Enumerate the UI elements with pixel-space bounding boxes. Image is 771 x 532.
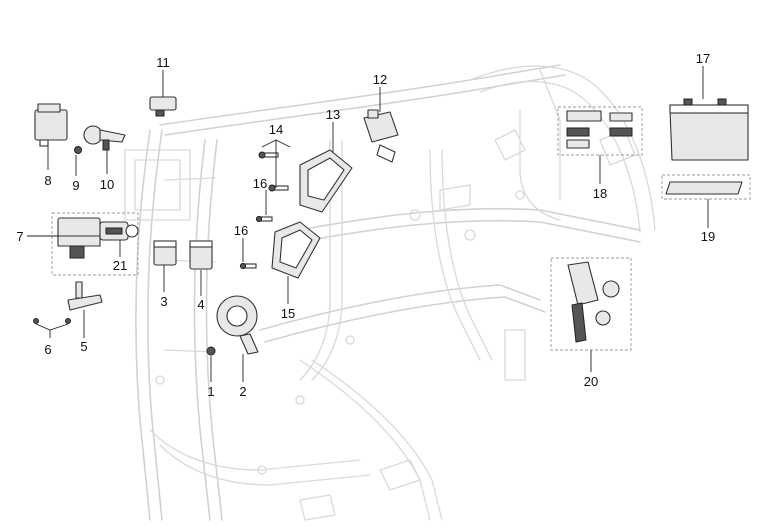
group-box-18 <box>557 106 643 156</box>
part-1-nut <box>206 346 216 356</box>
part-11-connector <box>149 96 177 117</box>
callout-6: 6 <box>44 342 51 357</box>
part-12-starter-relay <box>363 109 399 163</box>
part-18-pads <box>566 110 633 149</box>
part-20-sensor <box>567 261 620 343</box>
group-box-19 <box>661 174 751 200</box>
group-box-7-21 <box>51 212 139 276</box>
callout-18: 18 <box>593 186 607 201</box>
part-4-relay <box>189 240 213 270</box>
callout-8: 8 <box>44 173 51 188</box>
part-19-plate <box>665 181 743 195</box>
part-13-control-unit <box>299 149 353 213</box>
callout-15: 15 <box>281 306 295 321</box>
part-6-screws <box>33 318 71 324</box>
part-15-regulator <box>271 221 321 279</box>
callout-3: 3 <box>160 294 167 309</box>
part-8-relay <box>34 103 68 147</box>
part-14-screws <box>258 151 289 192</box>
callout-4: 4 <box>197 297 204 312</box>
callout-5: 5 <box>80 339 87 354</box>
part-17-battery <box>669 98 749 161</box>
callout-14: 14 <box>269 122 283 137</box>
callout-labels: 11 12 13 14 16 16 15 8 9 10 7 21 3 4 5 6… <box>16 51 715 399</box>
callout-9: 9 <box>72 178 79 193</box>
part-9-nut <box>74 146 82 154</box>
callout-2: 2 <box>239 384 246 399</box>
callout-1: 1 <box>207 384 214 399</box>
callout-13: 13 <box>326 107 340 122</box>
callout-21: 21 <box>113 258 127 273</box>
part-21-connector <box>99 221 139 241</box>
callout-10: 10 <box>100 177 114 192</box>
callout-11: 11 <box>156 55 170 70</box>
part-2-horn <box>216 295 259 355</box>
leader-lines <box>27 66 709 382</box>
part-16-screws <box>239 215 273 270</box>
part-7-unit <box>57 217 101 259</box>
part-3-relay <box>153 240 177 266</box>
callout-16-lower: 16 <box>234 223 248 238</box>
part-10-bracket <box>83 125 126 151</box>
callout-20: 20 <box>584 374 598 389</box>
part-5-bracket <box>67 281 103 311</box>
callout-16-upper: 16 <box>253 176 267 191</box>
callout-7: 7 <box>16 229 23 244</box>
callout-17: 17 <box>696 51 710 66</box>
callout-19: 19 <box>701 229 715 244</box>
callout-12: 12 <box>373 72 387 87</box>
